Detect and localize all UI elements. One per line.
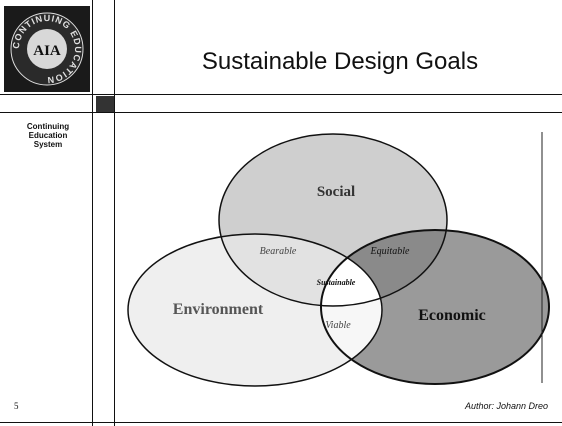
- environment-outline: [127, 233, 383, 387]
- economic-outline: [320, 229, 550, 385]
- sidebar-divider-left: [92, 0, 93, 426]
- header-marker-square: [96, 96, 114, 112]
- header-rule-bottom: [0, 112, 562, 113]
- economic-label: Economic: [418, 307, 486, 324]
- footer-rule: [0, 422, 562, 423]
- aia-logo-graphic: CONTINUING EDUCATION AIA: [10, 12, 84, 86]
- sustainable-label: Sustainable: [317, 278, 356, 287]
- sidebar-caption-line-2: Education: [28, 131, 68, 140]
- sidebar-caption-line-1: Continuing: [26, 122, 70, 131]
- bearable-region: [219, 234, 382, 306]
- bearable-label: Bearable: [260, 246, 297, 257]
- page-number: 5: [14, 401, 19, 411]
- sidebar-caption: Continuing Education System: [4, 122, 92, 149]
- social-outline: [218, 133, 448, 307]
- viable-label: Viable: [325, 320, 351, 331]
- logo-mark-text: AIA: [33, 43, 61, 59]
- social-label: Social: [317, 184, 355, 200]
- header-rule-top: [0, 94, 562, 95]
- equitable-region: [321, 230, 447, 306]
- sidebar-divider-right: [114, 0, 115, 426]
- slide-title: Sustainable Design Goals: [201, 48, 479, 75]
- aia-logo: CONTINUING EDUCATION AIA: [4, 6, 90, 92]
- equitable-label: Equitable: [370, 246, 410, 257]
- environment-label: Environment: [173, 301, 264, 318]
- sidebar-caption-line-3: System: [33, 140, 63, 149]
- author-credit: Author: Johann Dreo: [464, 401, 548, 411]
